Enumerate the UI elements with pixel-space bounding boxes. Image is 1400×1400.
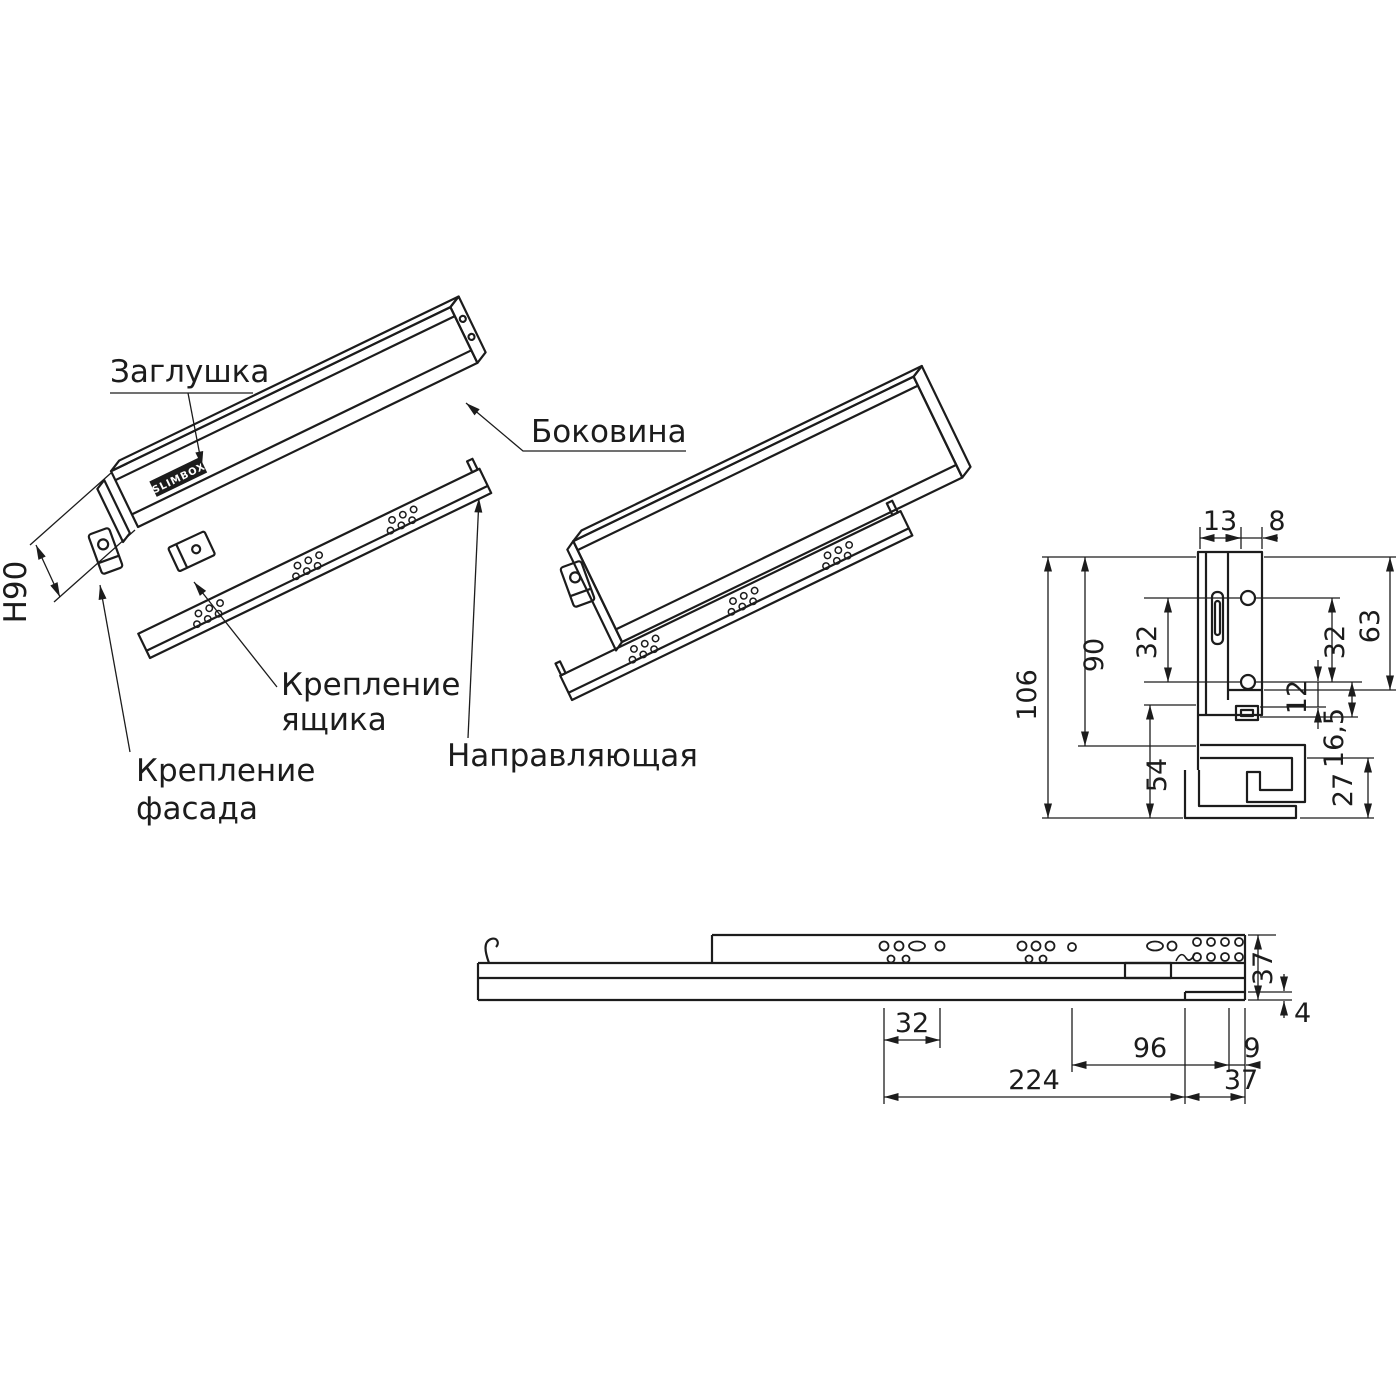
drawer-bracket-exploded <box>167 530 216 573</box>
side-panel-label: Боковина <box>531 414 687 450</box>
dim-27: 27 <box>1328 773 1359 807</box>
side-profile-dim-labels: 37 4 32 96 9 224 37 <box>895 951 1311 1096</box>
dim-90: 90 <box>1079 638 1110 672</box>
exploded-view: SLIMBOX <box>87 295 493 660</box>
exploded-labels: Заглушка Боковина Крепление ящика Крепле… <box>98 354 698 827</box>
side-panel-assembled <box>566 364 972 652</box>
facade-mount-label-1: Крепление <box>136 753 315 789</box>
dim-16-5: 16,5 <box>1319 708 1350 768</box>
end-cap <box>96 478 131 544</box>
dim-12: 12 <box>1282 680 1313 714</box>
drawer-mount-label-2: ящика <box>281 702 387 738</box>
dim-96: 96 <box>1133 1033 1167 1064</box>
cross-section-dim-labels: 13 8 106 90 32 54 63 32 12 16,5 27 <box>1012 506 1386 807</box>
side-profile-dimensions <box>883 934 1292 1104</box>
dim-32-left: 32 <box>1132 625 1163 659</box>
assembled-view <box>554 364 972 702</box>
h90-label: H90 <box>0 561 34 624</box>
rail-assembled <box>554 499 914 702</box>
drawer-mount-label-1: Крепление <box>281 667 460 703</box>
dim-224: 224 <box>1008 1065 1060 1096</box>
facade-mount-label-2: фасада <box>136 791 258 827</box>
rail-label: Направляющая <box>447 738 698 774</box>
dim-9: 9 <box>1243 1033 1260 1064</box>
h90-dimension <box>29 472 136 603</box>
brand-badge <box>149 457 208 497</box>
side-profile-view <box>476 933 1247 1002</box>
side-panel-exploded: SLIMBOX <box>96 295 487 544</box>
dim-13: 13 <box>1203 506 1237 537</box>
dim-8: 8 <box>1268 506 1285 537</box>
dim-4: 4 <box>1294 998 1311 1029</box>
cross-section-view <box>1183 550 1307 820</box>
dim-32-plan: 32 <box>895 1008 929 1039</box>
facade-bracket-assembled <box>559 560 596 608</box>
cross-section-dimensions <box>1042 527 1396 819</box>
rail-exploded <box>137 457 493 660</box>
dim-37-right: 37 <box>1248 951 1279 985</box>
dim-106: 106 <box>1012 669 1043 721</box>
dim-54: 54 <box>1142 758 1173 792</box>
cap-label: Заглушка <box>110 354 269 390</box>
dim-32-right: 32 <box>1320 625 1351 659</box>
dim-37-bottom: 37 <box>1224 1065 1258 1096</box>
dim-63: 63 <box>1355 609 1386 643</box>
